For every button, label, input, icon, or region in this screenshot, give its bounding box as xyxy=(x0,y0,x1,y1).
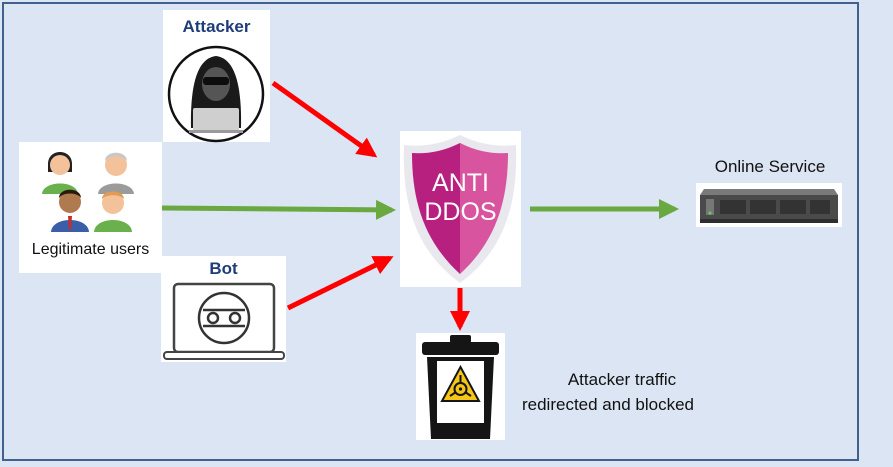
bot-laptop-icon xyxy=(163,282,285,360)
users-group-icon xyxy=(42,152,134,232)
shield-right-half xyxy=(460,143,508,274)
bot-card: Bot xyxy=(161,256,286,362)
online-service-label: Online Service xyxy=(714,157,826,176)
shield-text-line2: DDOS xyxy=(424,198,497,226)
attacker-label: Attacker xyxy=(182,17,251,36)
bot-to-shield-arrow xyxy=(286,255,394,311)
diagram-frame xyxy=(2,2,859,461)
bot-label: Bot xyxy=(209,259,238,278)
server-icon xyxy=(700,189,838,223)
hooded-attacker-icon xyxy=(167,45,265,143)
attacker-card: Attacker xyxy=(163,10,270,143)
server-card xyxy=(696,183,842,227)
attacker-to-shield-arrow xyxy=(271,80,378,158)
shield-left-half xyxy=(412,143,460,274)
biohazard-trash-icon xyxy=(422,335,499,439)
blocked-text-line1: Attacker traffic xyxy=(567,370,677,389)
shield-icon xyxy=(403,135,517,283)
shield-text-line1: ANTI xyxy=(432,169,489,197)
users-to-shield-arrow xyxy=(161,199,396,220)
legitimate-users-label: Legitimate users xyxy=(31,241,150,258)
blocked-text-line2: redirected and blocked xyxy=(521,395,694,414)
anti-ddos-card: ANTI DDOS xyxy=(400,131,521,287)
legitimate-users-card: Legitimate users xyxy=(19,142,162,273)
trash-bin-card xyxy=(416,333,505,440)
